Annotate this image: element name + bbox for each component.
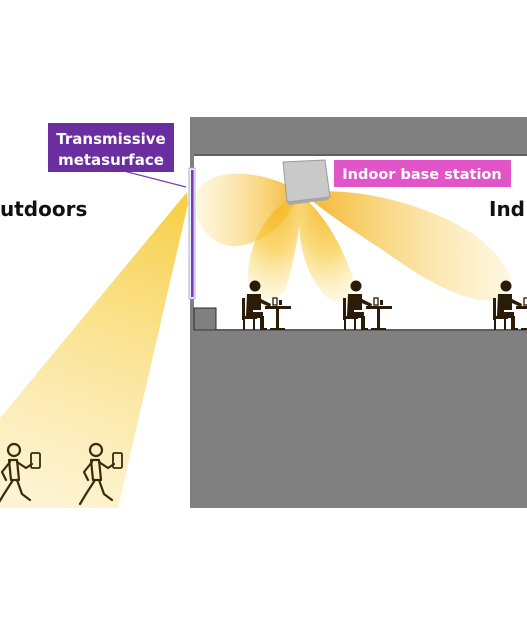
outdoors-label: utdoors (0, 197, 87, 221)
base-station-device (282, 159, 331, 205)
metasurface-label-line1: Transmissive (56, 130, 165, 148)
indoor-beam-right (305, 191, 511, 301)
base-station-label: Indoor base station (334, 160, 511, 187)
building-roof (190, 117, 527, 154)
left-wall-upper (190, 154, 194, 170)
building (190, 117, 527, 508)
left-wall-lower (190, 298, 194, 331)
indoors-label: Ind (489, 197, 525, 221)
outdoor-beam (0, 192, 188, 508)
indoor-beams (194, 173, 511, 302)
indoor-beam-seat1 (247, 196, 301, 300)
floor-step (193, 307, 217, 331)
metasurface-label: Transmissive metasurface (48, 123, 174, 172)
base-station-label-text: Indoor base station (342, 167, 501, 183)
metasurface-label-line2: metasurface (58, 151, 164, 169)
indoor-beam-seat2 (299, 196, 354, 302)
building-lower-floor (190, 331, 527, 508)
metasurface-panel (188, 167, 196, 300)
